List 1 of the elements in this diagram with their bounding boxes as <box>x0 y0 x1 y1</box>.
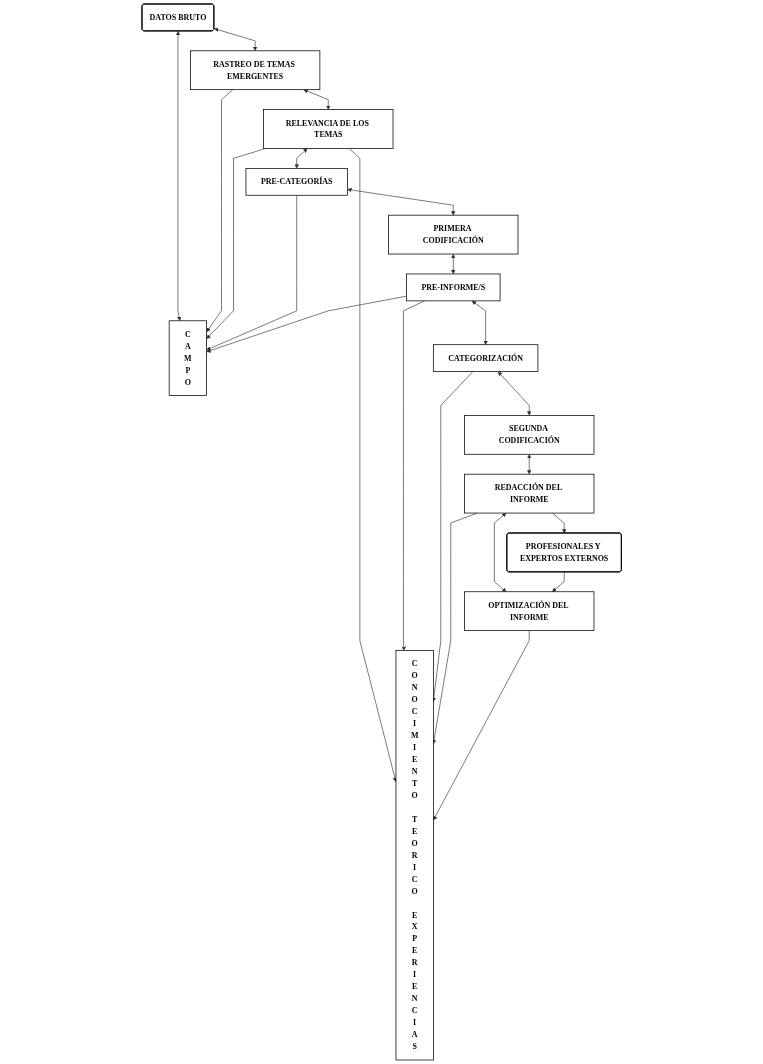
arrow <box>526 454 532 475</box>
